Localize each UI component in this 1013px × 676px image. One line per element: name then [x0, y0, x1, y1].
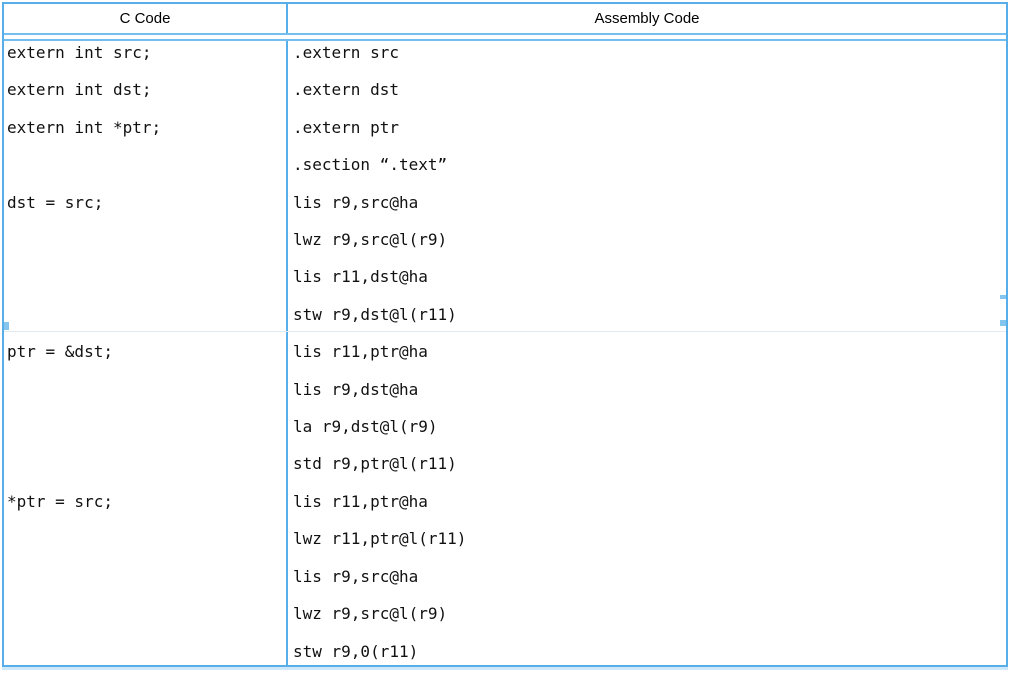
c-code-line	[7, 520, 286, 557]
c-code-column: extern int src; extern int dst; extern int…	[4, 41, 288, 665]
right-edge-tick-upper	[1000, 295, 1006, 299]
c-code-line	[7, 221, 286, 258]
asm-code-line: .extern src	[293, 43, 399, 62]
header-double-rule	[4, 35, 1006, 41]
asm-code-lines: .extern src .extern dst .extern ptr .sectio…	[293, 41, 1006, 665]
assembly-code-column: .extern src .extern dst .extern ptr .sectio…	[288, 41, 1006, 665]
table-header-row: C Code Assembly Code	[4, 4, 1006, 35]
left-edge-tick	[4, 322, 9, 330]
asm-code-line: lwz r9,src@l(r9)	[293, 230, 448, 250]
table-body: extern int src; extern int dst; extern int…	[4, 41, 1006, 665]
right-edge-tick-lower	[1000, 320, 1006, 326]
row-separator	[4, 331, 1006, 333]
c-code-line	[7, 595, 286, 632]
c-code-line: *ptr = src;	[7, 491, 113, 511]
asm-code-line: .extern dst	[293, 80, 399, 100]
c-code-line: extern int src;	[7, 43, 152, 62]
c-code-line	[7, 296, 286, 333]
c-code-line	[7, 445, 286, 482]
asm-code-line: lis r11,ptr@ha	[293, 342, 428, 362]
c-code-lines: extern int src; extern int dst; extern int…	[7, 41, 286, 665]
c-code-line: ptr = &dst;	[7, 342, 113, 362]
asm-code-line: la r9,dst@l(r9)	[293, 417, 438, 437]
asm-code-line: lis r11,dst@ha	[293, 267, 428, 287]
code-comparison-table: C Code Assembly Code extern int src;exte…	[2, 2, 1008, 667]
c-code-line	[7, 408, 286, 445]
c-code-line	[7, 146, 286, 183]
asm-code-line: .extern ptr	[293, 117, 399, 137]
column-header-assembly-code: Assembly Code	[594, 10, 700, 27]
c-code-line	[7, 258, 286, 295]
asm-code-line: std r9,ptr@l(r11)	[293, 454, 457, 474]
asm-code-line: .section “.text”	[293, 155, 448, 175]
c-code-line: extern int *ptr;	[7, 117, 162, 137]
asm-code-line: lis r11,ptr@ha	[293, 491, 428, 511]
c-code-line	[7, 558, 286, 595]
asm-code-line: lis r9,src@ha	[293, 192, 419, 212]
column-header-c-code: C Code	[4, 4, 288, 33]
asm-code-line: lis r9,dst@ha	[293, 379, 419, 399]
asm-code-line: stw r9,dst@l(r11)	[293, 304, 457, 324]
asm-code-line: stw r9,0(r11)	[293, 641, 419, 661]
asm-code-line: lis r9,src@ha	[293, 566, 419, 586]
c-code-line: dst = src;	[7, 192, 104, 212]
asm-code-line: lwz r11,ptr@l(r11)	[293, 529, 467, 549]
c-code-line	[7, 633, 286, 666]
c-code-line	[7, 371, 286, 408]
asm-code-line: lwz r9,src@l(r9)	[293, 604, 448, 624]
c-code-line: extern int dst;	[7, 80, 152, 100]
